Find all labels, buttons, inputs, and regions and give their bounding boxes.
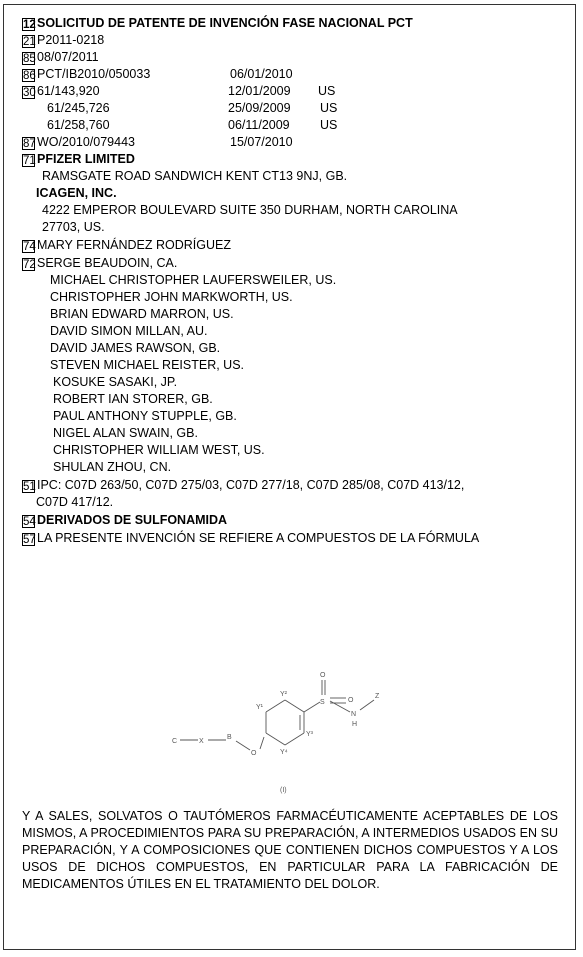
atom-b: B (227, 734, 232, 741)
document-frame (3, 4, 576, 950)
field-85: 8508/07/2011 (22, 50, 99, 65)
inventor: STEVEN MICHAEL REISTER, US. (50, 358, 245, 372)
field-72: 72SERGE BEAUDOIN, CA. (22, 256, 177, 271)
inventor: CHRISTOPHER WILLIAM WEST, US. (53, 443, 265, 457)
inid-code-71: 71 (22, 154, 36, 167)
atom-o-right: O (348, 697, 354, 704)
applicant-name: PFIZER LIMITED (37, 152, 135, 166)
inid-code-57: 57 (22, 533, 36, 546)
field-12: 12SOLICITUD DE PATENTE DE INVENCIÓN FASE… (22, 16, 413, 31)
field-30: 3061/143,920 (22, 84, 100, 99)
priority-date: 25/09/2009 (228, 101, 291, 115)
pct-application-date: 06/01/2010 (230, 67, 293, 81)
inventor: BRIAN EDWARD MARRON, US. (50, 307, 234, 321)
atom-c: C (172, 738, 177, 745)
field-71: 71PFIZER LIMITED (22, 152, 135, 167)
formula-label: (I) (280, 787, 287, 794)
inventor: PAUL ANTHONY STUPPLE, GB. (53, 409, 237, 423)
atom-z: Z (375, 693, 380, 700)
priority-date: 12/01/2009 (228, 84, 291, 98)
inid-code-54: 54 (22, 515, 36, 528)
ipc-classification-cont: C07D 417/12. (36, 495, 114, 509)
inventor: DAVID SIMON MILLAN, AU. (50, 324, 208, 338)
inventor: DAVID JAMES RAWSON, GB. (50, 341, 221, 355)
inventor: KOSUKE SASAKI, JP. (53, 375, 178, 389)
atom-y2: Y² (280, 691, 288, 698)
field-54: 54DERIVADOS DE SULFONAMIDA (22, 513, 227, 528)
inventor: NIGEL ALAN SWAIN, GB. (53, 426, 198, 440)
field-51: 51IPC: C07D 263/50, C07D 275/03, C07D 27… (22, 478, 464, 493)
national-phase-date: 08/07/2011 (37, 50, 99, 64)
atom-o: O (251, 750, 257, 757)
field-86: 86PCT/IB2010/050033 (22, 67, 150, 82)
chemical-structure-formula: C X B O Y¹ Y² Y³ Y⁴ S O O N H Z (I) (172, 672, 380, 794)
atom-x: X (199, 738, 204, 745)
atom-y3: Y³ (306, 731, 314, 738)
inid-code-12: 12 (22, 18, 36, 31)
inid-code-72: 72 (22, 258, 36, 271)
priority-country: US (320, 118, 338, 132)
atom-y4: Y⁴ (280, 749, 288, 756)
applicant-address: 4222 EMPEROR BOULEVARD SUITE 350 DURHAM,… (42, 203, 458, 217)
field-74: 74MARY FERNÁNDEZ RODRÍGUEZ (22, 238, 231, 253)
priority-number: 61/258,760 (47, 118, 110, 132)
publication-number: WO/2010/079443 (37, 135, 135, 149)
document-type: SOLICITUD DE PATENTE DE INVENCIÓN FASE N… (37, 16, 413, 30)
applicant-name: ICAGEN, INC. (36, 186, 117, 200)
inventor: CHRISTOPHER JOHN MARKWORTH, US. (50, 290, 293, 304)
applicant-address: RAMSGATE ROAD SANDWICH KENT CT13 9NJ, GB… (42, 169, 348, 183)
atom-o-top: O (320, 672, 326, 679)
inventor: SERGE BEAUDOIN, CA. (37, 256, 178, 270)
inventor: ROBERT IAN STORER, GB. (53, 392, 213, 406)
abstract-text: Y A SALES, SOLVATOS O TAUTÓMEROS FARMACÉ… (22, 809, 558, 891)
field-57: 57LA PRESENTE INVENCIÓN SE REFIERE A COM… (22, 531, 479, 546)
abstract-intro: LA PRESENTE INVENCIÓN SE REFIERE A COMPU… (37, 531, 480, 545)
priority-country: US (318, 84, 336, 98)
application-number: P2011-0218 (37, 33, 105, 47)
inventor: SHULAN ZHOU, CN. (53, 460, 172, 474)
field-21: 21P2011-0218 (22, 33, 104, 48)
ipc-classification: IPC: C07D 263/50, C07D 275/03, C07D 277/… (37, 478, 465, 492)
inventor: MICHAEL CHRISTOPHER LAUFERSWEILER, US. (50, 273, 337, 287)
inid-code-21: 21 (22, 35, 36, 48)
atom-h: H (352, 721, 357, 728)
field-87: 87WO/2010/079443 (22, 135, 135, 150)
atom-s: S (320, 699, 325, 706)
agent-name: MARY FERNÁNDEZ RODRÍGUEZ (37, 238, 232, 252)
priority-number: 61/245,726 (47, 101, 110, 115)
atom-y1: Y¹ (256, 704, 264, 711)
pct-application-number: PCT/IB2010/050033 (37, 67, 151, 81)
priority-number: 61/143,920 (37, 84, 100, 98)
priority-date: 06/11/2009 (228, 118, 290, 132)
priority-country: US (320, 101, 338, 115)
inid-code-30: 30 (22, 86, 36, 99)
inid-code-74: 74 (22, 240, 36, 253)
atom-n: N (351, 711, 356, 718)
inid-code-85: 85 (22, 52, 36, 65)
inid-code-87: 87 (22, 137, 36, 150)
invention-title: DERIVADOS DE SULFONAMIDA (37, 513, 228, 527)
inid-code-86: 86 (22, 69, 36, 82)
publication-date: 15/07/2010 (230, 135, 293, 149)
applicant-address: 27703, US. (42, 220, 105, 234)
inid-code-51: 51 (22, 480, 36, 493)
